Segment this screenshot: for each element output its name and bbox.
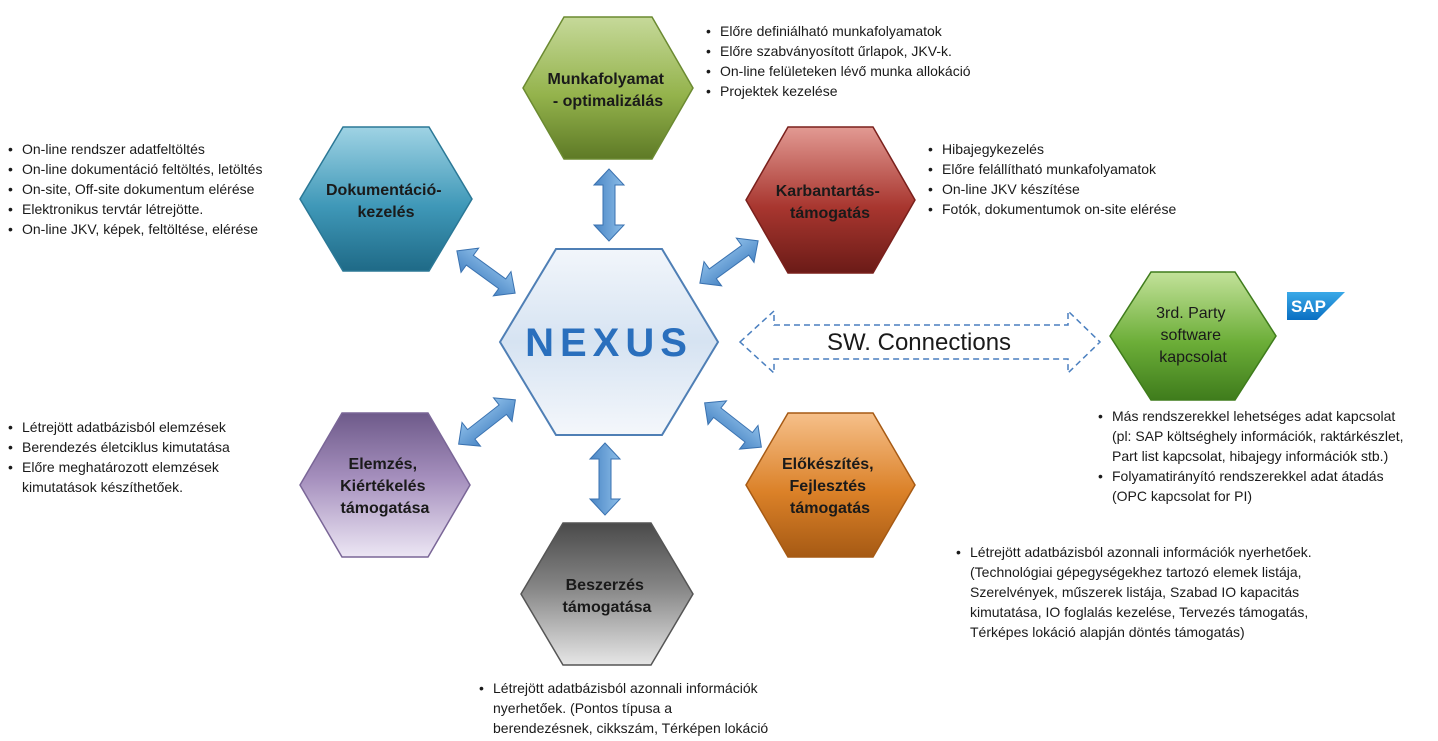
node-elokeszites-line3: támogatás [790, 500, 870, 517]
arrow-lower-left [458, 397, 516, 447]
svg-text:Karbantartás- támogatás: Karbantartás- támogatás [776, 183, 884, 222]
list-item: On-site, Off-site dokumentum elérése [8, 179, 262, 199]
list-item: Elektronikus tervtár létrejötte. [8, 199, 262, 219]
double-arrow-icon [588, 442, 622, 516]
list-item: On-line felületeken lévő munka allokáció [706, 61, 971, 81]
node-karbantartas-line2: támogatás [790, 205, 870, 222]
node-munkafolyamat-line2: - optimalizálás [553, 93, 663, 110]
node-dokumentacio-line2: kezelés [358, 204, 415, 221]
list-item: Előre meghatározott elemzések [8, 457, 230, 477]
arrow-lower-right [704, 400, 762, 450]
node-elokeszites: Előkészítés, Fejlesztés támogatás [745, 412, 916, 558]
list-item-continuation: nyerhetőek. (Pontos típusa a [493, 700, 672, 716]
list-item: Előre felállítható munkafolyamatok [928, 159, 1176, 179]
list-item: On-line dokumentáció feltöltés, letöltés [8, 159, 262, 179]
svg-text:Dokumentáció- kezelés: Dokumentáció- kezelés [326, 182, 446, 221]
list-item: Létrejött adatbázisból elemzések [8, 417, 230, 437]
node-elemzes: Elemzés, Kiértékelés támogatása [299, 412, 471, 558]
arrow-bottom [588, 442, 622, 516]
arrow-upper-right [699, 237, 759, 287]
list-item: On-line JKV, képek, feltöltése, elérése [8, 219, 262, 239]
list-beszerzes: Létrejött adatbázisból azonnali informác… [479, 678, 768, 738]
sw-connections-arrow: SW. Connections [738, 309, 1102, 375]
list-item: Folyamatirányító rendszerekkel adat átad… [1098, 466, 1404, 486]
list-item: On-line rendszer adatfeltöltés [8, 139, 262, 159]
node-beszerzes: Beszerzés támogatása [520, 522, 694, 666]
sap-logo: SAP [1287, 292, 1345, 320]
arrow-upper-left [456, 247, 516, 297]
list-item: Más rendszerekkel lehetséges adat kapcso… [1098, 406, 1404, 426]
double-arrow-icon [456, 247, 516, 297]
svg-text:Munkafolyamat - optimali: Munkafolyamat - optimalizálás [548, 71, 669, 110]
node-elemzes-line1: Elemzés, [349, 456, 417, 473]
sap-logo-text: SAP [1291, 297, 1326, 316]
list-item: Hibajegykezelés [928, 139, 1176, 159]
list-third-party: Más rendszerekkel lehetséges adat kapcso… [1098, 406, 1404, 506]
double-arrow-icon [592, 168, 626, 242]
list-item-continuation: Part list kapcsolat, hibajegy információ… [1112, 448, 1389, 464]
list-item: Fotók, dokumentumok on-site elérése [928, 199, 1176, 219]
sw-connections-label: SW. Connections [827, 329, 1011, 356]
list-item-continuation: Szerelvények, műszerek listája, Szabad I… [970, 584, 1300, 600]
node-karbantartas: Karbantartás- támogatás [745, 126, 916, 274]
list-item: Előre definiálható munkafolyamatok [706, 21, 971, 41]
double-arrow-icon [704, 400, 762, 450]
svg-text:3rd. Party software: 3rd. Party software kapcsolat [1156, 305, 1230, 366]
node-elemzes-line3: támogatása [341, 500, 430, 517]
list-item-continuation: (Technológiai gépegységekhez tartozó ele… [970, 564, 1302, 580]
nexus-node: NEXUS [498, 248, 720, 436]
list-elemzes: Létrejött adatbázisból elemzések Berende… [8, 417, 230, 497]
arrow-top [592, 168, 626, 242]
double-arrow-icon [458, 397, 516, 447]
node-elemzes-line2: Kiértékelés [340, 478, 425, 495]
node-elokeszites-line1: Előkészítés, [782, 456, 874, 473]
svg-text:Előkészítés, Fejlesztés: Előkészítés, Fejlesztés támogatás [782, 456, 878, 517]
list-item-continuation: (pl: SAP költséghely információk, raktár… [1112, 428, 1404, 444]
list-item: Projektek kezelése [706, 81, 971, 101]
nexus-label: NEXUS [525, 321, 693, 365]
node-third-party-line1: 3rd. Party [1156, 305, 1225, 322]
list-elokeszites: Létrejött adatbázisból azonnali informác… [956, 542, 1312, 642]
list-item-continuation: Térképes lokáció alapján döntés támogatá… [970, 624, 1245, 640]
list-item: Létrejött adatbázisból azonnali informác… [956, 542, 1312, 562]
list-item-continuation: kimutatások készíthetőek. [22, 479, 184, 495]
node-munkafolyamat-line1: Munkafolyamat [548, 71, 665, 88]
svg-text:Elemzés, Kiértékelés: Elemzés, Kiértékelés támogatása [340, 456, 430, 517]
list-dokumentacio: On-line rendszer adatfeltöltés On-line d… [8, 139, 262, 239]
node-karbantartas-line1: Karbantartás- [776, 183, 880, 200]
list-item: Előre szabványosított űrlapok, JKV-k. [706, 41, 971, 61]
node-munkafolyamat: Munkafolyamat - optimalizálás [522, 16, 694, 160]
node-third-party-line2: software [1161, 327, 1222, 344]
node-dokumentacio-line1: Dokumentáció- [326, 182, 442, 199]
node-elokeszites-line2: Fejlesztés [790, 478, 867, 495]
list-item: Berendezés életciklus kimutatása [8, 437, 230, 457]
node-dokumentacio: Dokumentáció- kezelés [299, 126, 473, 272]
svg-text:Beszerzés támogatása: Beszerzés támogatása [563, 577, 652, 616]
list-item-continuation: (OPC kapcsolat for PI) [1112, 488, 1253, 504]
double-arrow-icon [699, 237, 759, 287]
node-beszerzes-line2: támogatása [563, 599, 652, 616]
list-item-continuation: kimutatása, IO foglalás kezelése, Tervez… [970, 604, 1309, 620]
node-third-party-line3: kapcsolat [1159, 349, 1227, 366]
list-munkafolyamat: Előre definiálható munkafolyamatok Előre… [706, 21, 971, 101]
node-beszerzes-line1: Beszerzés [566, 577, 644, 594]
list-karbantartas: Hibajegykezelés Előre felállítható munka… [928, 139, 1176, 219]
list-item-continuation: berendezésnek, cikkszám, Térképen lokáci… [493, 720, 769, 736]
list-item: Létrejött adatbázisból azonnali informác… [479, 678, 768, 698]
list-item: On-line JKV készítése [928, 179, 1176, 199]
node-third-party: 3rd. Party software kapcsolat [1109, 271, 1277, 401]
